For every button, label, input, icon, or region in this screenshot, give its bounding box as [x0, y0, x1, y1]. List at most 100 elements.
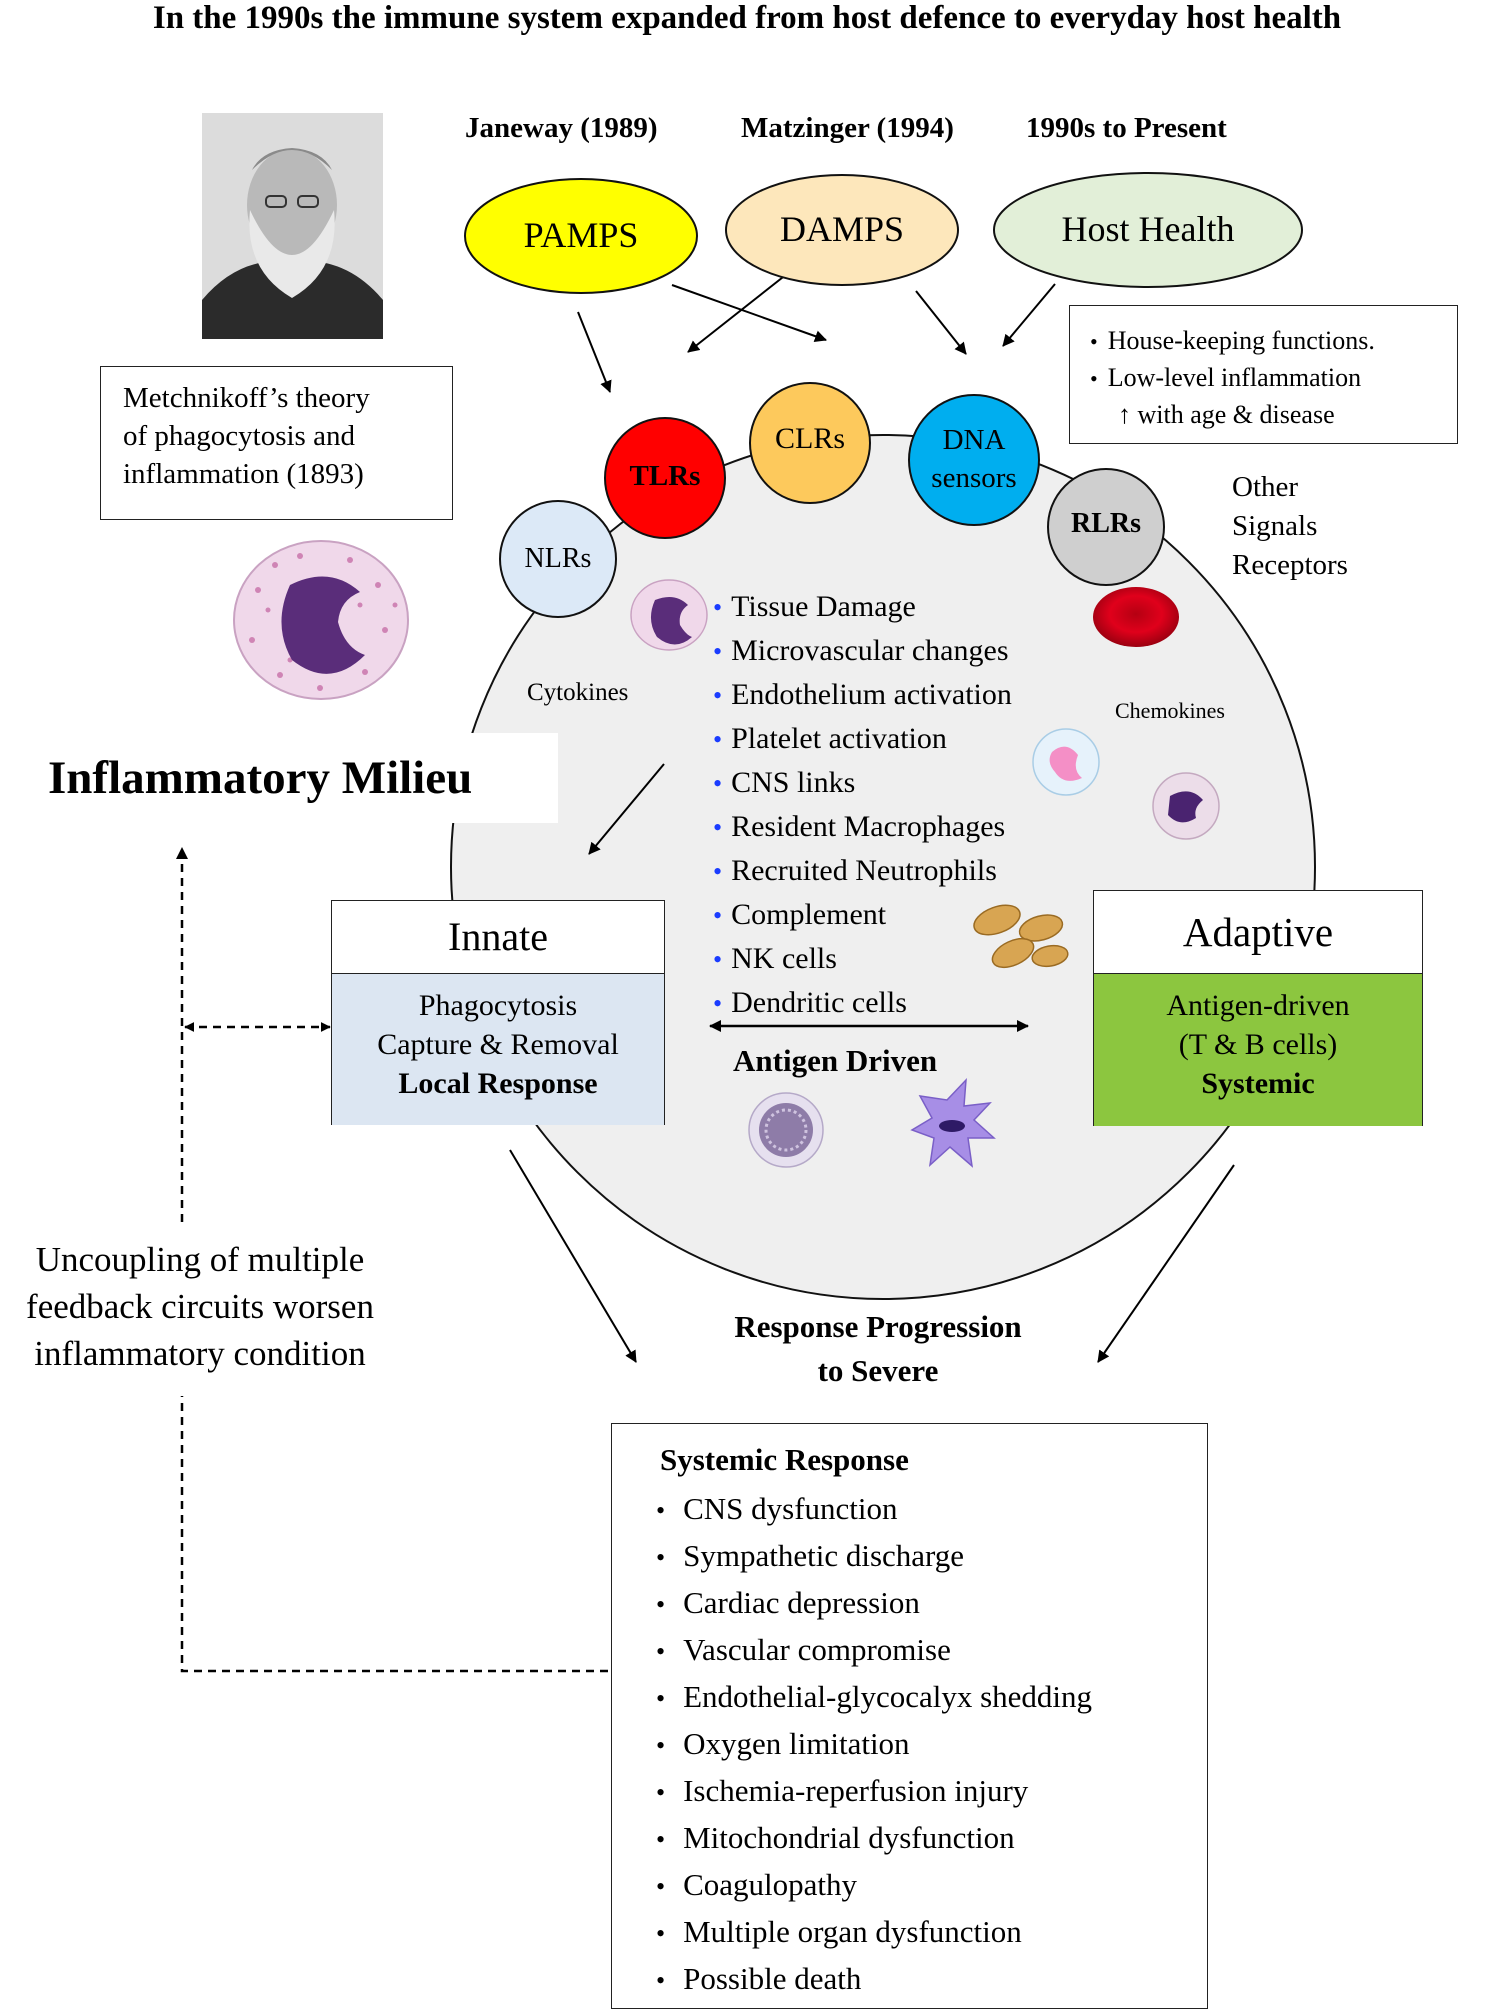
innate-line: Capture & Removal: [377, 1028, 619, 1061]
milieu-item: CNS links: [713, 761, 1012, 805]
uncoupling-line: feedback circuits worsen: [26, 1287, 374, 1326]
platelet-cell-icon: [1032, 728, 1100, 796]
housekeeping-continuation: ↑ with age & disease: [1118, 400, 1335, 429]
dna-sensors-line: DNA: [942, 424, 1006, 456]
era-matzinger: Matzinger (1994): [741, 112, 954, 144]
uncoupling-text: Uncoupling of multiple feedback circuits…: [0, 1236, 400, 1377]
adaptive-box: Adaptive Antigen-driven (T & B cells) Sy…: [1093, 890, 1423, 1126]
monocyte-cell-icon: [1152, 772, 1220, 840]
arrow-innate-to-progression: [509, 1149, 637, 1363]
arrow-adaptive-to-progression: [1097, 1164, 1235, 1363]
dendritic-cell-icon: [910, 1077, 996, 1168]
adaptive-line: (T & B cells): [1178, 1028, 1338, 1061]
inflammatory-milieu-label: Inflammatory Milieu: [36, 733, 558, 823]
nlrs-circle: [499, 500, 617, 618]
innate-local-response: Local Response: [398, 1067, 598, 1100]
phagocyte-cell-icon: [233, 540, 409, 700]
hosthealth-oval: [993, 172, 1303, 288]
systemic-item: Vascular compromise: [656, 1627, 1207, 1674]
progression-line: Response Progression: [734, 1309, 1022, 1344]
metchnikoff-box: Metchnikoff’s theory of phagocytosis and…: [100, 366, 453, 520]
milieu-item: Platelet activation: [713, 717, 1012, 761]
feedback-dashed-line: [180, 1396, 608, 1673]
lymphocyte-cell-icon: [748, 1092, 824, 1168]
innate-body: Phagocytosis Capture & Removal Local Res…: [332, 974, 664, 1125]
arrow-damps-to-left: [687, 269, 793, 353]
era-present: 1990s to Present: [1026, 112, 1227, 144]
arrow-hosthealth-to-sensors: [1002, 283, 1056, 347]
innate-box: Innate Phagocytosis Capture & Removal Lo…: [331, 900, 665, 1125]
dna-sensors-label: DNA sensors: [909, 421, 1039, 497]
pamps-label: PAMPS: [523, 215, 639, 255]
arrow-damps-to-sensors: [915, 290, 967, 355]
other-signals-line: Other: [1232, 471, 1299, 503]
systemic-item: Ischemia-reperfusion injury: [656, 1768, 1207, 1815]
neutrophil-small-icon: [630, 579, 708, 651]
rlrs-circle: [1047, 468, 1165, 586]
milieu-item: Microvascular changes: [713, 629, 1012, 673]
dna-sensors-circle: [908, 394, 1040, 526]
systemic-response-list: CNS dysfunction Sympathetic discharge Ca…: [656, 1486, 1207, 2003]
metchnikoff-line: of phagocytosis and: [123, 420, 355, 452]
chemokines-label: Chemokines: [1115, 698, 1225, 723]
housekeeping-item: House-keeping functions.: [1090, 323, 1457, 360]
adaptive-line: Antigen-driven: [1166, 989, 1350, 1022]
milieu-item: Resident Macrophages: [713, 805, 1012, 849]
systemic-item: Sympathetic discharge: [656, 1533, 1207, 1580]
milieu-item: Recruited Neutrophils: [713, 849, 1012, 893]
cytokines-label: Cytokines: [527, 679, 629, 706]
milieu-item: NK cells: [713, 937, 1012, 981]
damps-oval: [725, 174, 959, 286]
red-blood-cell-icon: [1093, 587, 1179, 647]
systemic-item: Possible death: [656, 1956, 1207, 2003]
adaptive-body: Antigen-driven (T & B cells) Systemic: [1094, 974, 1422, 1126]
innate-title: Innate: [332, 901, 664, 974]
systemic-response-title: Systemic Response: [660, 1442, 909, 1477]
housekeeping-item: Low-level inflammation: [1090, 360, 1457, 397]
uncoupling-line: Uncoupling of multiple: [35, 1240, 365, 1279]
arrow-pamps-to-receptors: [577, 311, 612, 393]
dna-sensors-line: sensors: [931, 462, 1017, 494]
systemic-item: Coagulopathy: [656, 1862, 1207, 1909]
progression-line: to Severe: [817, 1353, 939, 1388]
arrow-pamps-to-center: [671, 284, 827, 342]
clrs-circle: [749, 382, 871, 504]
housekeeping-box: House-keeping functions. Low-level infla…: [1069, 305, 1458, 444]
systemic-item: Oxygen limitation: [656, 1721, 1207, 1768]
diagram-title: In the 1990s the immune system expanded …: [152, 0, 1342, 36]
tlrs-label: TLRs: [629, 460, 701, 492]
milieu-item: Endothelium activation: [713, 673, 1012, 717]
response-progression-label: Response Progression to Severe: [678, 1305, 1078, 1393]
systemic-item: Multiple organ dysfunction: [656, 1909, 1207, 1956]
milieu-items-list: Tissue Damage Microvascular changes Endo…: [713, 585, 1012, 1025]
tlrs-circle: [604, 417, 726, 539]
systemic-item: CNS dysfunction: [656, 1486, 1207, 1533]
arrow-milieu-to-innate: [588, 763, 665, 855]
pamps-oval: [464, 178, 698, 294]
milieu-item: Tissue Damage: [713, 585, 1012, 629]
hosthealth-label: Host Health: [1061, 209, 1235, 249]
systemic-item: Mitochondrial dysfunction: [656, 1815, 1207, 1862]
systemic-response-box: Systemic Response CNS dysfunction Sympat…: [611, 1423, 1208, 2009]
adaptive-title: Adaptive: [1094, 891, 1422, 974]
clrs-label: CLRs: [774, 422, 846, 455]
innate-line: Phagocytosis: [418, 989, 578, 1022]
antigen-driven-label: Antigen Driven: [733, 1043, 938, 1078]
damps-label: DAMPS: [779, 209, 905, 249]
other-signals-line: Signals: [1232, 510, 1318, 542]
era-janeway: Janeway (1989): [465, 112, 658, 144]
other-signals-label: Other Signals Receptors: [1232, 468, 1348, 585]
other-signals-line: Receptors: [1232, 549, 1348, 581]
nlrs-label: NLRs: [524, 543, 592, 574]
rlrs-label: RLRs: [1070, 508, 1141, 539]
uncoupling-line: inflammatory condition: [34, 1334, 366, 1373]
milieu-item: Complement: [713, 893, 1012, 937]
systemic-item: Cardiac depression: [656, 1580, 1207, 1627]
metchnikoff-portrait: [202, 113, 383, 339]
metchnikoff-line: inflammation (1893): [123, 458, 364, 490]
systemic-item: Endothelial-glycocalyx shedding: [656, 1674, 1207, 1721]
metchnikoff-line: Metchnikoff’s theory: [123, 382, 370, 414]
milieu-item: Dendritic cells: [713, 981, 1012, 1025]
adaptive-systemic: Systemic: [1201, 1067, 1315, 1100]
